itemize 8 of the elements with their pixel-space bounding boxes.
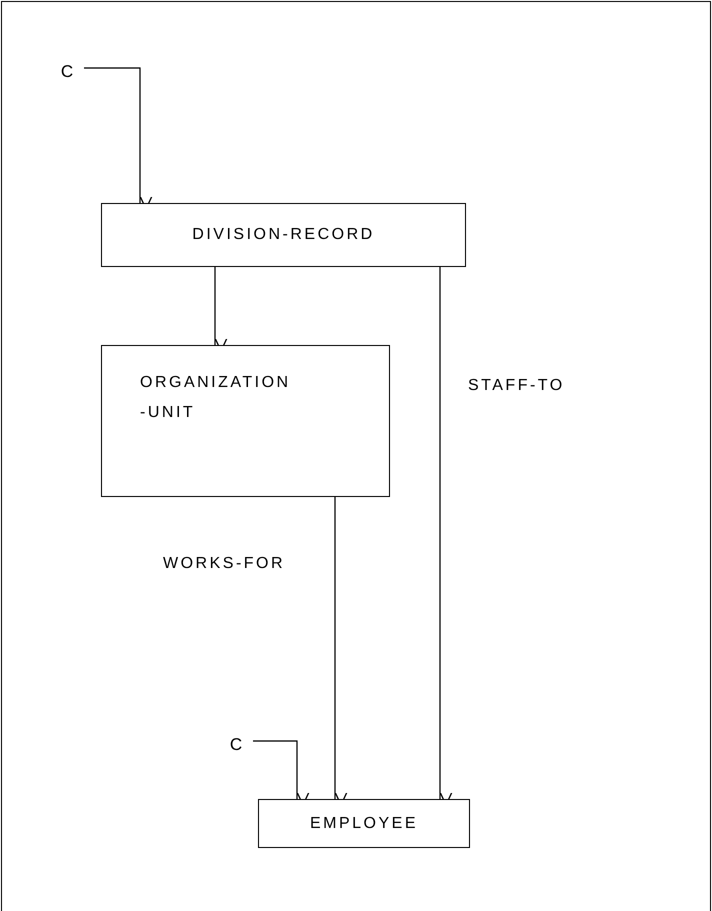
entity-name: ORGANIZATION -UNIT	[140, 373, 292, 423]
entity-box	[101, 203, 466, 267]
node-label: C	[227, 733, 247, 757]
entity-box	[101, 345, 390, 497]
entity-name: EMPLOYEE	[308, 814, 420, 834]
entity-name: DIVISION-RECORD	[191, 225, 376, 245]
entity-box	[258, 799, 470, 848]
node-label: C	[58, 60, 78, 84]
